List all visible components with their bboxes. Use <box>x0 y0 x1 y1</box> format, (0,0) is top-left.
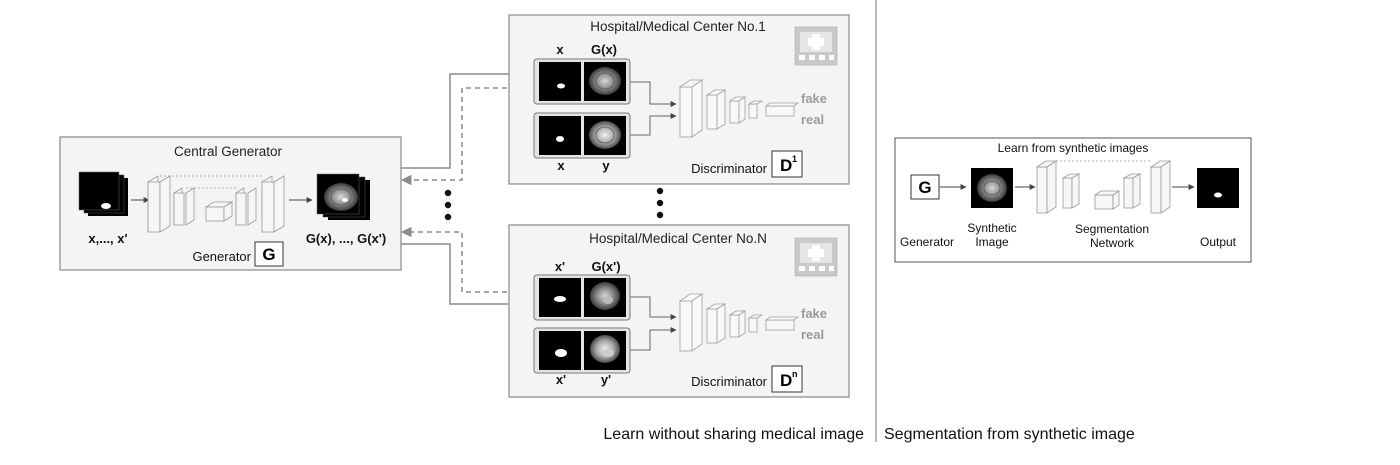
seg-output-mask <box>1197 168 1239 208</box>
discriminator-n-badge-box <box>771 365 803 393</box>
ellipsis-dots-left <box>444 189 452 221</box>
hospital-1-panel: Hospital/Medical Center No.1 x G(x) x <box>508 14 850 185</box>
generator-network-icon <box>147 175 285 233</box>
generated-image-stack <box>316 173 370 220</box>
connector-hospital-n-to-generator <box>400 226 534 293</box>
seg-generator-label: Generator <box>900 235 954 249</box>
hospital-1-discriminator-label: Discriminator <box>691 161 768 176</box>
hospital-n-real-label: real <box>801 327 824 342</box>
hospital-1-mask-x-real <box>539 116 581 155</box>
hospital-1-real-label: real <box>801 112 824 127</box>
hospital-1-mask-x <box>539 62 581 101</box>
discriminator-n-badge-sup: n <box>792 369 798 379</box>
discriminator-1-badge-box <box>771 150 803 178</box>
seg-synthetic-label-2: Image <box>975 235 1009 249</box>
hospital-n-title: Hospital/Medical Center No.N <box>589 231 767 246</box>
hospital-n-fake-label: fake <box>801 306 827 321</box>
discriminator-1-badge-letter: D <box>780 156 792 175</box>
segmentation-panel: Learn from synthetic images G <box>894 137 1252 263</box>
hospital-1-bottom-right-label: y <box>602 158 610 173</box>
connectors <box>400 68 536 310</box>
hospital-n-top-right-label: G(x') <box>591 259 620 274</box>
caption-right: Segmentation from synthetic image <box>884 426 1135 443</box>
ellipsis-dots-middle <box>656 187 664 219</box>
hospital-n-panel: Hospital/Medical Center No.N x' G(x') x'… <box>508 224 850 398</box>
seg-synthetic-label-1: Synthetic <box>967 221 1016 235</box>
discriminator-1-badge-sup: 1 <box>792 154 797 164</box>
generator-badge: G <box>262 245 275 264</box>
hospital-n-bottom-right-label: y' <box>601 372 611 387</box>
seg-output-label: Output <box>1200 235 1237 249</box>
hospital-n-bottom-left-label: x' <box>556 372 566 387</box>
hospital-1-title: Hospital/Medical Center No.1 <box>590 19 766 34</box>
input-mask-stack <box>78 171 128 216</box>
hospital-1-top-right-label: G(x) <box>591 42 617 57</box>
segmentation-title: Learn from synthetic images <box>998 141 1149 155</box>
segmentation-network-icon <box>1035 160 1172 214</box>
connector-hospital-1-to-generator <box>400 87 534 186</box>
seg-generator-badge: G <box>918 178 931 197</box>
hospital-n-discriminator-label: Discriminator <box>691 374 768 389</box>
discriminator-n-badge-letter: D <box>780 371 792 390</box>
hospital-1-top-left-label: x <box>556 42 564 57</box>
generator-badge-box <box>254 241 284 267</box>
hospital-1-bottom-left-label: x <box>557 158 565 173</box>
caption-left: Learn without sharing medical image <box>603 426 864 443</box>
central-generator-title: Central Generator <box>174 144 283 159</box>
hospital-n-top-left-label: x' <box>555 259 565 274</box>
hospital-building-icon <box>794 237 838 277</box>
central-generator-panel: Central Generator x,..., x' <box>59 136 402 271</box>
generator-label: Generator <box>192 249 251 264</box>
seg-network-label-2: Network <box>1090 236 1135 250</box>
connector-generator-to-hospital-1 <box>401 68 536 169</box>
discriminator-1-network-icon <box>678 79 800 138</box>
connector-generator-to-hospital-n <box>401 243 536 310</box>
seg-network-label-1: Segmentation <box>1075 222 1149 236</box>
hospital-building-icon <box>794 26 838 66</box>
generator-input-label: x,..., x' <box>88 231 127 246</box>
generator-output-label: G(x), ..., G(x') <box>306 231 386 246</box>
seg-generator-badge-box <box>910 174 940 200</box>
discriminator-n-network-icon <box>678 293 800 352</box>
hospital-1-fake-label: fake <box>801 91 827 106</box>
